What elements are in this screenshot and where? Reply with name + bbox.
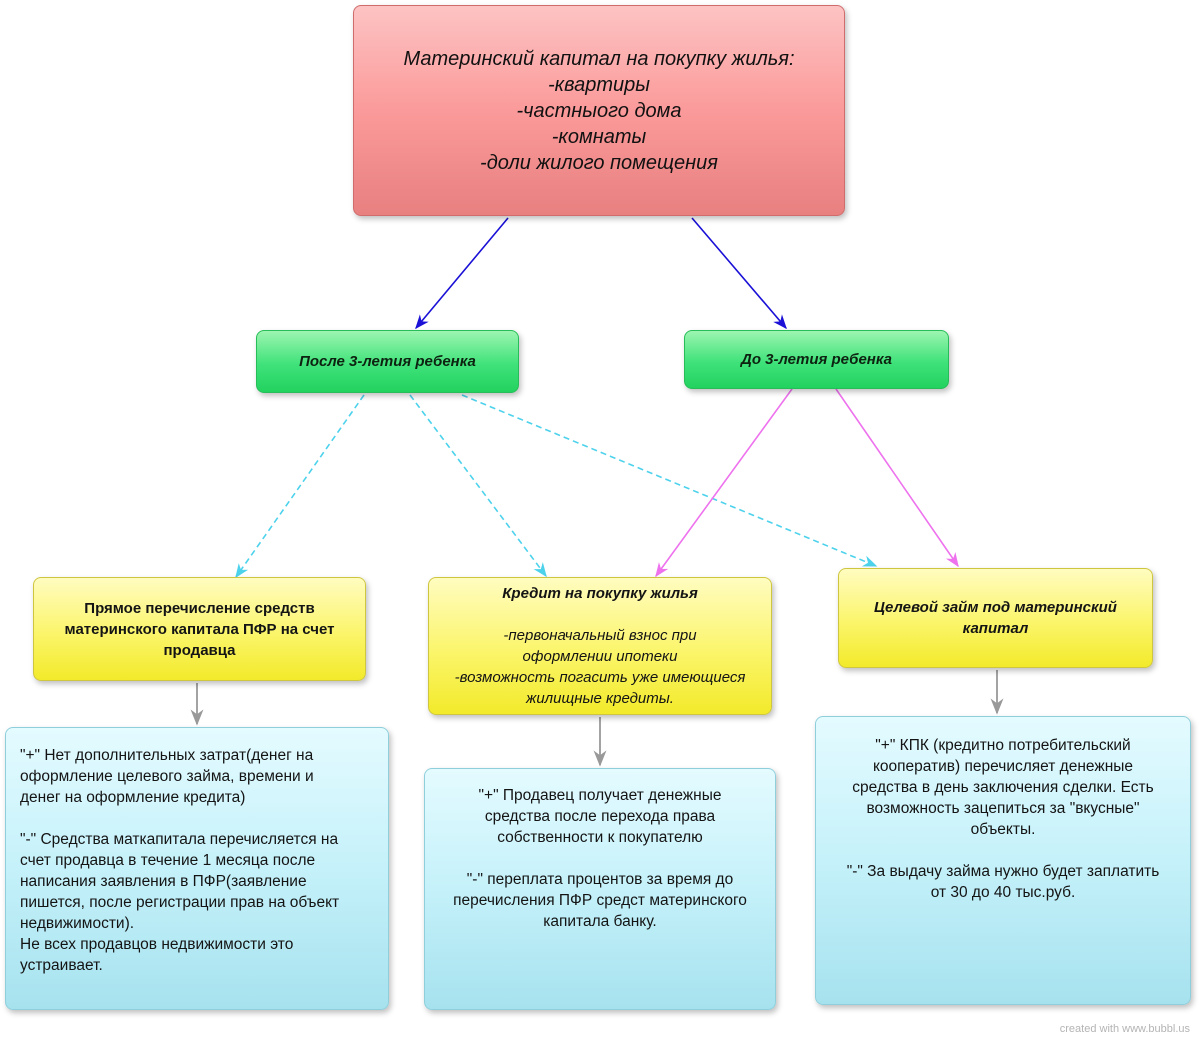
note-credit-text: "+" Продавец получает денежные средства …	[453, 787, 747, 930]
option-direct-transfer[interactable]: Прямое перечисление средств материнского…	[33, 577, 366, 681]
branch-before-3-years[interactable]: До 3-летия ребенка	[684, 330, 949, 389]
option-credit-title: Кредит на покупку жилья	[502, 585, 698, 602]
note-direct-text: "+" Нет дополнительных затрат(денег на о…	[20, 747, 340, 974]
footer-credit: created with www.bubbl.us	[1059, 1023, 1190, 1035]
option-direct-label: Прямое перечисление средств материнского…	[64, 599, 335, 659]
arrow-root-to-before	[691, 217, 787, 330]
arrow-root-to-after	[415, 217, 509, 330]
arrow-after-to-direct	[235, 394, 365, 579]
root-line-title: Материнский капитал на покупку жилья:	[403, 47, 795, 70]
option-loan-label: Целевой займ под материнский капитал	[874, 599, 1117, 637]
branch-before-label: До 3-летия ребенка	[741, 351, 892, 368]
option-housing-credit[interactable]: Кредит на покупку жилья -первоначальный …	[428, 577, 772, 715]
arrow-before-to-loan	[835, 388, 959, 568]
option-credit-body: -первоначальный взнос при оформлении ипо…	[454, 627, 746, 707]
branch-after-label: После 3-летия ребенка	[299, 353, 476, 370]
arrow-after-to-credit	[409, 394, 547, 578]
branch-after-3-years[interactable]: После 3-летия ребенка	[256, 330, 519, 393]
root-line-apartment: -квартиры	[548, 73, 650, 96]
option-targeted-loan[interactable]: Целевой займ под материнский капитал	[838, 568, 1153, 668]
note-targeted-loan[interactable]: "+" КПК (кредитно потребительский коопер…	[815, 716, 1191, 1005]
note-housing-credit[interactable]: "+" Продавец получает денежные средства …	[424, 768, 776, 1010]
note-direct-transfer[interactable]: "+" Нет дополнительных затрат(денег на о…	[5, 727, 389, 1010]
arrow-before-to-credit	[655, 388, 793, 578]
option-credit-text: Кредит на покупку жилья -первоначальный …	[455, 562, 746, 730]
root-text: Материнский капитал на покупку жилья: -к…	[403, 46, 794, 176]
root-node[interactable]: Материнский капитал на покупку жилья: -к…	[353, 5, 845, 216]
root-line-share: -доли жилого помещения	[480, 151, 718, 174]
root-line-room: -комнаты	[551, 125, 647, 148]
root-line-house: -частныого дома	[516, 99, 682, 122]
note-loan-text: "+" КПК (кредитно потребительский коопер…	[846, 737, 1160, 901]
arrow-after-to-loan	[461, 394, 878, 567]
